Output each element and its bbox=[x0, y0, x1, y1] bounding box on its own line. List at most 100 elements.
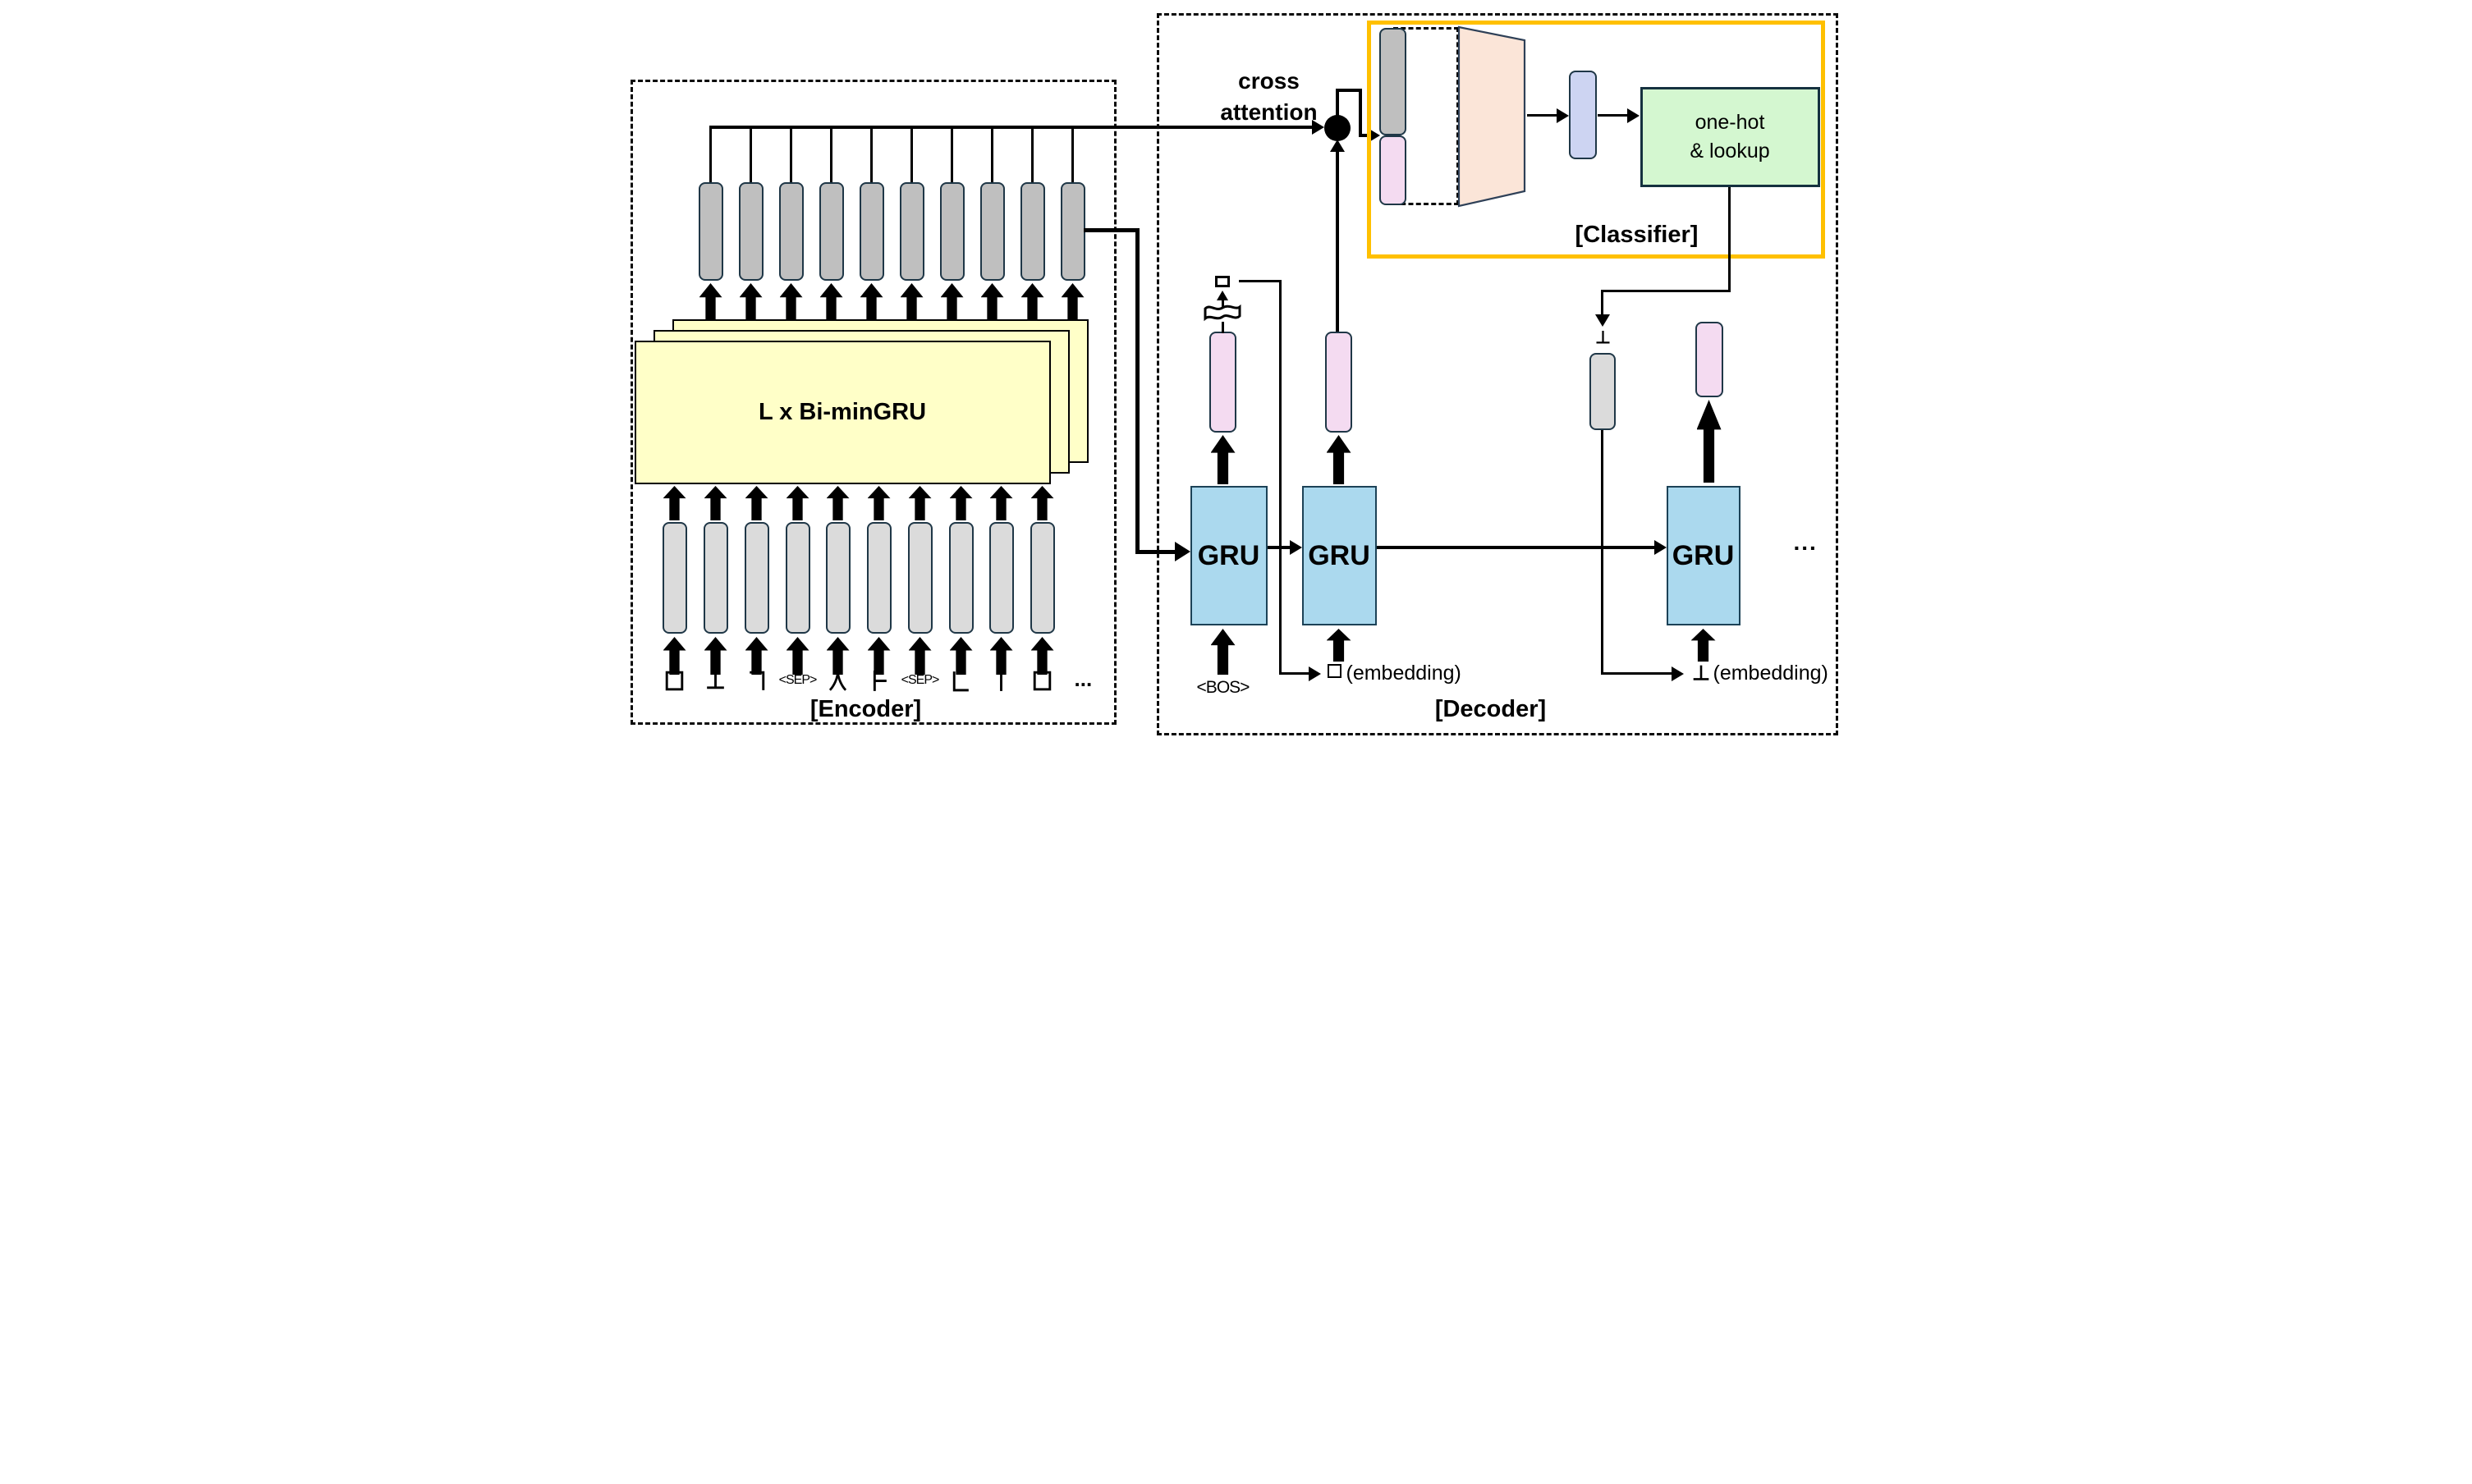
feedback-line-3 bbox=[1600, 672, 1673, 675]
feedback-arrowhead-icon bbox=[1308, 666, 1321, 681]
bus-tap bbox=[829, 128, 832, 182]
gru2-to-gru3-arrowhead-icon bbox=[1653, 540, 1667, 555]
gru-label: GRU bbox=[1672, 539, 1735, 571]
token-sep: <SEP> bbox=[773, 666, 823, 694]
bus-tap bbox=[1030, 128, 1034, 182]
gru-box-2: GRU bbox=[1301, 486, 1377, 625]
encoder-input-bar bbox=[948, 522, 974, 634]
lookup-out-arrowhead-icon bbox=[1594, 314, 1610, 327]
encoder-input-bar bbox=[988, 522, 1014, 634]
bus-tap bbox=[869, 128, 873, 182]
gru1-to-gru2-arrowhead-icon bbox=[1289, 540, 1302, 555]
encoder-to-decoder-line bbox=[1083, 228, 1140, 232]
decoder-output-bar-3 bbox=[1695, 322, 1723, 397]
feedback-line-1 bbox=[1278, 280, 1282, 675]
bus-tap bbox=[950, 128, 953, 182]
bos-label: <BOS> bbox=[1196, 678, 1250, 697]
token-jamo-m bbox=[1028, 666, 1057, 694]
softmax-line bbox=[1221, 322, 1224, 333]
encoder-hidden-bar bbox=[1060, 182, 1085, 281]
gru2-to-gru3-line bbox=[1376, 546, 1655, 549]
encoder-to-decoder-line bbox=[1135, 550, 1176, 554]
embedding-label-1: (embedding) bbox=[1346, 662, 1461, 685]
cross-attention-line1: cross bbox=[1238, 68, 1300, 94]
feedback-line-1 bbox=[1278, 672, 1310, 675]
encoder-hidden-bar bbox=[698, 182, 723, 281]
bus-tap bbox=[789, 128, 792, 182]
softmax-wave-icon bbox=[1204, 304, 1241, 322]
bi-mingru-layer-front: L x Bi-minGRU bbox=[634, 341, 1051, 484]
encoder-hidden-bar bbox=[819, 182, 844, 281]
classifier-trapezoid bbox=[1457, 25, 1525, 208]
bus-tap bbox=[990, 128, 993, 182]
token-jamo-n bbox=[947, 666, 976, 694]
attention-out-line bbox=[1335, 89, 1362, 92]
classifier-arrow2-head-icon bbox=[1626, 108, 1640, 123]
decoder-output-bar-2 bbox=[1324, 332, 1352, 433]
jamo-s-icon bbox=[828, 669, 847, 692]
encoder-input-bar bbox=[907, 522, 933, 634]
attention-out-line bbox=[1358, 89, 1362, 137]
jamo-m-icon bbox=[1033, 671, 1052, 690]
token-sep: <SEP> bbox=[896, 666, 945, 694]
encoder-hidden-bar bbox=[738, 182, 764, 281]
jamo-n-icon bbox=[952, 670, 970, 691]
gru-box-3: GRU bbox=[1666, 486, 1740, 625]
encoder-hidden-bar bbox=[899, 182, 924, 281]
cross-attention-label: cross attention bbox=[1201, 66, 1337, 128]
encoder-to-decoder-line bbox=[1135, 228, 1140, 554]
jamo-a-icon bbox=[873, 669, 888, 692]
gru-label: GRU bbox=[1197, 539, 1260, 571]
bus-tap bbox=[709, 128, 712, 182]
gru-box-1: GRU bbox=[1190, 486, 1268, 625]
encoder-to-decoder-arrowhead-icon bbox=[1174, 542, 1190, 561]
token-jamo-a bbox=[865, 666, 894, 694]
classifier-logit-bar bbox=[1568, 71, 1597, 159]
decoder-box bbox=[1156, 13, 1838, 735]
bus-tap bbox=[910, 128, 913, 182]
attention-out-line bbox=[1335, 89, 1339, 117]
token-jamo-o bbox=[701, 666, 731, 694]
lookup-out-line bbox=[1727, 187, 1731, 292]
bus-tap bbox=[749, 128, 752, 182]
encoder-input-bar bbox=[703, 522, 728, 634]
encoder-output-bus bbox=[709, 126, 1314, 129]
bus-arrowhead-icon bbox=[1311, 120, 1324, 135]
predicted-jamo-o-icon bbox=[1594, 329, 1611, 344]
predicted-token-square bbox=[1214, 276, 1230, 287]
classifier-query-bar bbox=[1378, 135, 1406, 205]
encoder-input-bar bbox=[1030, 522, 1055, 634]
encoder-label: [Encoder] bbox=[809, 696, 922, 722]
lookup-out-line bbox=[1600, 290, 1603, 316]
token-jamo-i bbox=[987, 666, 1016, 694]
onehot-line1: one-hot bbox=[1695, 111, 1765, 134]
encoder-hidden-bar bbox=[778, 182, 804, 281]
jamo-o-icon bbox=[705, 671, 726, 689]
decoder-output-bar-1 bbox=[1208, 332, 1236, 433]
token-jamo-s bbox=[823, 666, 853, 694]
embedding-square-icon bbox=[1327, 664, 1341, 678]
encoder-hidden-bar bbox=[859, 182, 884, 281]
lookup-out-line bbox=[1602, 290, 1731, 292]
token-jamo-m bbox=[660, 666, 690, 694]
encoder-input-bar bbox=[825, 522, 851, 634]
cross-attention-line2: attention bbox=[1220, 99, 1318, 125]
query-line bbox=[1335, 151, 1339, 332]
embedding-label-2: (embedding) bbox=[1713, 662, 1828, 685]
encoder-hidden-bar bbox=[1020, 182, 1045, 281]
sep-token-label: <SEP> bbox=[778, 673, 818, 687]
encoder-input-bar bbox=[866, 522, 892, 634]
decoder-label: [Decoder] bbox=[1434, 696, 1547, 722]
classifier-arrow2 bbox=[1597, 114, 1629, 117]
gru-label: GRU bbox=[1308, 539, 1370, 571]
jamo-g-icon bbox=[748, 671, 765, 691]
onehot-lookup-box: one-hot & lookup bbox=[1640, 87, 1820, 187]
jamo-m-icon bbox=[665, 671, 684, 690]
encoder-hidden-bar bbox=[979, 182, 1005, 281]
encoder-token-ellipsis: ... bbox=[1074, 666, 1093, 691]
encoder-box bbox=[630, 80, 1117, 725]
predict-arrowhead-icon bbox=[1216, 291, 1228, 300]
feedback-arrowhead-icon bbox=[1671, 666, 1684, 681]
attention-out-line bbox=[1358, 134, 1369, 137]
query-arrowhead-icon bbox=[1329, 140, 1345, 152]
